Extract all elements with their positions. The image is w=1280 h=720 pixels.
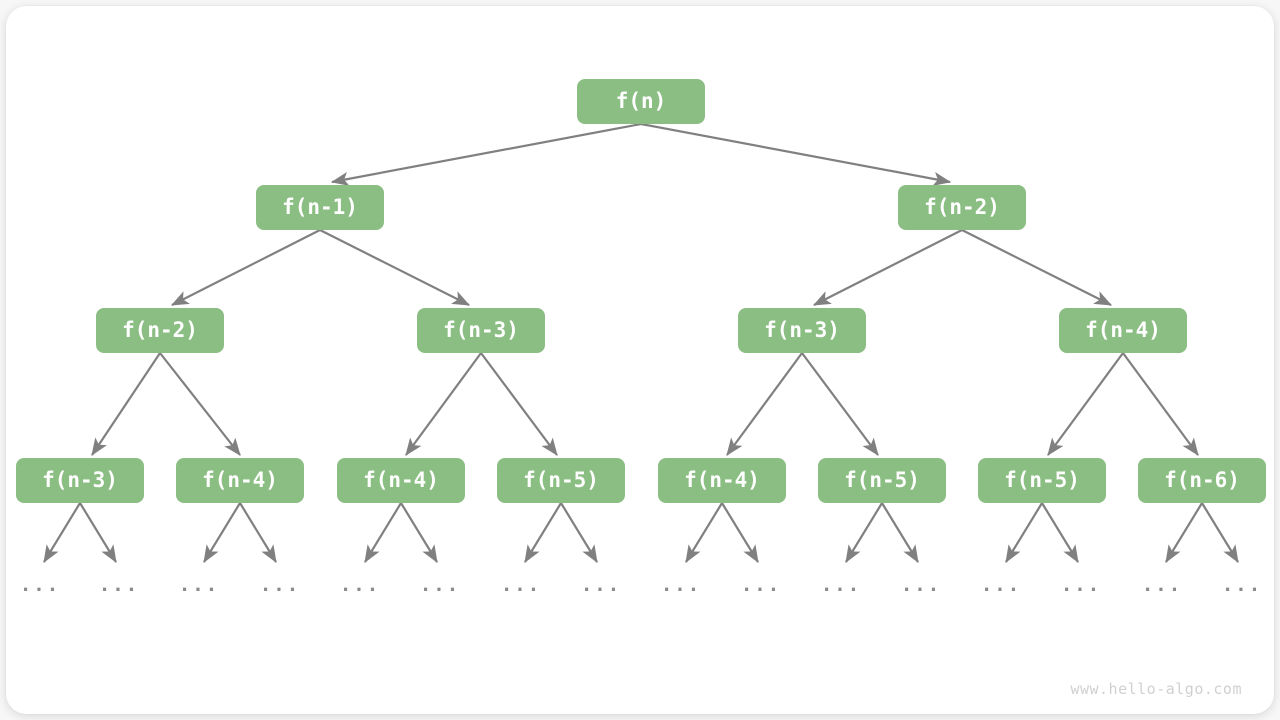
tree-node: f(n-5) bbox=[818, 457, 946, 503]
ellipsis-marker: ... bbox=[259, 574, 301, 596]
tree-node: f(n-4) bbox=[1059, 307, 1187, 353]
tree-node: f(n-4) bbox=[176, 457, 304, 503]
ellipsis-marker: ... bbox=[339, 574, 381, 596]
tree-node: f(n-1) bbox=[256, 184, 384, 230]
ellipsis-marker: ... bbox=[660, 574, 702, 596]
ellipsis-marker: ... bbox=[820, 574, 862, 596]
tree-node: f(n-4) bbox=[337, 457, 465, 503]
ellipsis-marker: ... bbox=[900, 574, 942, 596]
ellipsis-marker: ... bbox=[419, 574, 461, 596]
ellipsis-marker: ... bbox=[500, 574, 542, 596]
tree-node: f(n-5) bbox=[978, 457, 1106, 503]
ellipsis-marker: ... bbox=[580, 574, 622, 596]
watermark-label: www.hello-algo.com bbox=[1070, 680, 1242, 698]
ellipsis-marker: ... bbox=[740, 574, 782, 596]
tree-node: f(n-2) bbox=[898, 184, 1026, 230]
tree-node: f(n) bbox=[577, 78, 705, 124]
ellipsis-marker: ... bbox=[98, 574, 140, 596]
tree-node: f(n-3) bbox=[738, 307, 866, 353]
ellipsis-marker: ... bbox=[980, 574, 1022, 596]
tree-node: f(n-3) bbox=[417, 307, 545, 353]
tree-node: f(n-5) bbox=[497, 457, 625, 503]
ellipsis-marker: ... bbox=[19, 574, 61, 596]
tree-node: f(n-4) bbox=[658, 457, 786, 503]
ellipsis-marker: ... bbox=[1221, 574, 1263, 596]
tree-node: f(n-6) bbox=[1138, 457, 1266, 503]
ellipsis-marker: ... bbox=[178, 574, 220, 596]
ellipsis-marker: ... bbox=[1141, 574, 1183, 596]
tree-node: f(n-2) bbox=[96, 307, 224, 353]
tree-node: f(n-3) bbox=[16, 457, 144, 503]
ellipsis-marker: ... bbox=[1060, 574, 1102, 596]
